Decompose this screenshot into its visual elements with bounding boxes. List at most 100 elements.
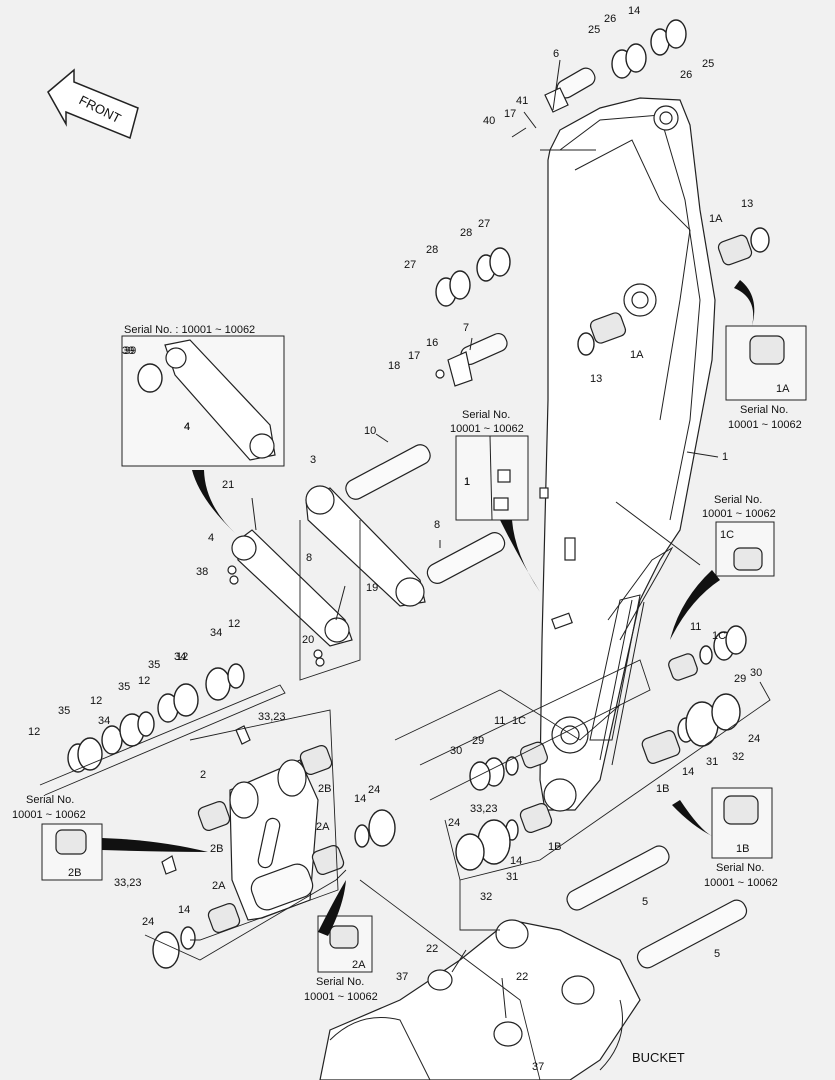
part-callout: 31 bbox=[706, 756, 718, 768]
bolt-19-21 bbox=[227, 497, 346, 667]
zone-outlines bbox=[39, 520, 771, 1080]
bushing-1B bbox=[455, 693, 741, 871]
part-callout: 27 bbox=[404, 259, 416, 271]
part-callout: 12 bbox=[228, 618, 240, 630]
serial-no-label: Serial No. bbox=[462, 409, 510, 421]
link-3 bbox=[305, 485, 426, 607]
part-callout: 13 bbox=[741, 198, 753, 210]
part-callout: 2A bbox=[212, 880, 226, 892]
part-callout: 39 bbox=[122, 345, 134, 357]
serial-no-label: Serial No. bbox=[26, 794, 74, 806]
part-callout: 17 bbox=[504, 108, 516, 120]
part-callout: 2B bbox=[318, 783, 331, 795]
link-4 bbox=[231, 529, 353, 647]
part-callout: 20 bbox=[302, 634, 314, 646]
part-callout: 18 bbox=[388, 360, 400, 372]
inset-4-part-4: 4 bbox=[184, 421, 190, 433]
inset-serial-1B bbox=[711, 787, 773, 859]
part-callout: 24 bbox=[748, 733, 760, 745]
part-callout: 12 bbox=[138, 675, 150, 687]
part-callout: 16 bbox=[426, 337, 438, 349]
part-callout: 24 bbox=[368, 784, 380, 796]
part-callout: 31 bbox=[506, 871, 518, 883]
ring-stack-12-34-35 bbox=[67, 663, 245, 773]
inset-serial-1 bbox=[455, 435, 529, 521]
part-callout: 8 bbox=[434, 519, 440, 531]
part-callout: 14 bbox=[628, 5, 640, 17]
part-callout: 1C bbox=[712, 630, 726, 642]
inset-1C-label: 1C bbox=[720, 529, 734, 541]
part-callout: 24 bbox=[142, 916, 154, 928]
inset-pointers bbox=[102, 280, 755, 936]
bushing-1A bbox=[577, 227, 770, 356]
serial-no-label: Serial No. bbox=[714, 494, 762, 506]
part-callout: 1B bbox=[656, 783, 669, 795]
part-callout: 29 bbox=[472, 735, 484, 747]
part-callout: 17 bbox=[408, 350, 420, 362]
part-callout: 34 bbox=[210, 627, 222, 639]
part-callout: 26 bbox=[604, 13, 616, 25]
callout-layer: 11A1A1B1B1C1C22A2A2B2B345567881011111212… bbox=[28, 5, 762, 1073]
part-callout: 35 bbox=[148, 659, 160, 671]
pin-10 bbox=[345, 444, 431, 500]
part-callout: 14 bbox=[682, 766, 694, 778]
part-callout: 4 bbox=[184, 421, 190, 433]
part-callout: 14 bbox=[178, 904, 190, 916]
part-callout: 30 bbox=[450, 745, 462, 757]
bucket bbox=[319, 919, 641, 1080]
part-callout: 1A bbox=[709, 213, 723, 225]
inset-4-part-39: 39 bbox=[124, 345, 136, 357]
part-callout: 33,23 bbox=[470, 803, 498, 815]
part-callout: 13 bbox=[590, 373, 602, 385]
part-callout: 14 bbox=[354, 793, 366, 805]
inset-serial-1A bbox=[725, 325, 807, 401]
part-callout: 27 bbox=[478, 218, 490, 230]
part-callout: 41 bbox=[516, 95, 528, 107]
inset-1B-label: 1B bbox=[736, 843, 749, 855]
serial-no-label: Serial No. bbox=[716, 862, 764, 874]
bushing-1C bbox=[469, 625, 747, 791]
part-callout: 37 bbox=[396, 971, 408, 983]
inset-1A-label: 1A bbox=[776, 383, 790, 395]
inset-2B-label: 2B bbox=[68, 867, 81, 879]
arm-body bbox=[539, 97, 716, 812]
part-callout: 30 bbox=[750, 667, 762, 679]
serial-range: 10001 ~ 10062 bbox=[728, 419, 802, 431]
inset-serial-4-39 bbox=[121, 335, 285, 467]
part-callout: 35 bbox=[118, 681, 130, 693]
part-callout: 2B bbox=[210, 843, 223, 855]
inset-1-part-1: 1 bbox=[464, 476, 470, 488]
serial-range: 10001 ~ 10062 bbox=[704, 877, 778, 889]
part-callout: 32 bbox=[732, 751, 744, 763]
part-callout: 1 bbox=[722, 451, 728, 463]
part-callout: 8 bbox=[306, 552, 312, 564]
part-callout: 12 bbox=[90, 695, 102, 707]
serial-range: 10001 ~ 10062 bbox=[450, 423, 524, 435]
part-callout: 1A bbox=[630, 349, 644, 361]
part-callout: 1 bbox=[464, 476, 470, 488]
part-callout: 6 bbox=[553, 48, 559, 60]
part-callout: 10 bbox=[364, 425, 376, 437]
part-callout: 24 bbox=[448, 817, 460, 829]
serial-no-label: Serial No. bbox=[316, 976, 364, 988]
part-callout: 34 bbox=[174, 651, 186, 663]
serial-no-label: Serial No. bbox=[740, 404, 788, 416]
part-callout: 22 bbox=[426, 943, 438, 955]
serial-range: 10001 ~ 10062 bbox=[12, 809, 86, 821]
inset-serial-2B bbox=[41, 823, 103, 881]
part-callout: 33,23 bbox=[258, 711, 286, 723]
part-callout: 28 bbox=[460, 227, 472, 239]
pin-7 bbox=[435, 332, 508, 387]
part-callout: 2A bbox=[316, 821, 330, 833]
part-callout: 40 bbox=[483, 115, 495, 127]
part-callout: 4 bbox=[208, 532, 214, 544]
ring-stack-top bbox=[611, 19, 687, 79]
part-callout: 11 bbox=[690, 621, 701, 633]
part-callout: 25 bbox=[588, 24, 600, 36]
part-callout: 35 bbox=[58, 705, 70, 717]
part-callout: 12 bbox=[176, 651, 188, 663]
serial-range: 10001 ~ 10062 bbox=[702, 508, 776, 520]
part-callout: 2 bbox=[200, 769, 206, 781]
pin-5 bbox=[566, 845, 748, 969]
part-callout: 34 bbox=[98, 715, 110, 727]
